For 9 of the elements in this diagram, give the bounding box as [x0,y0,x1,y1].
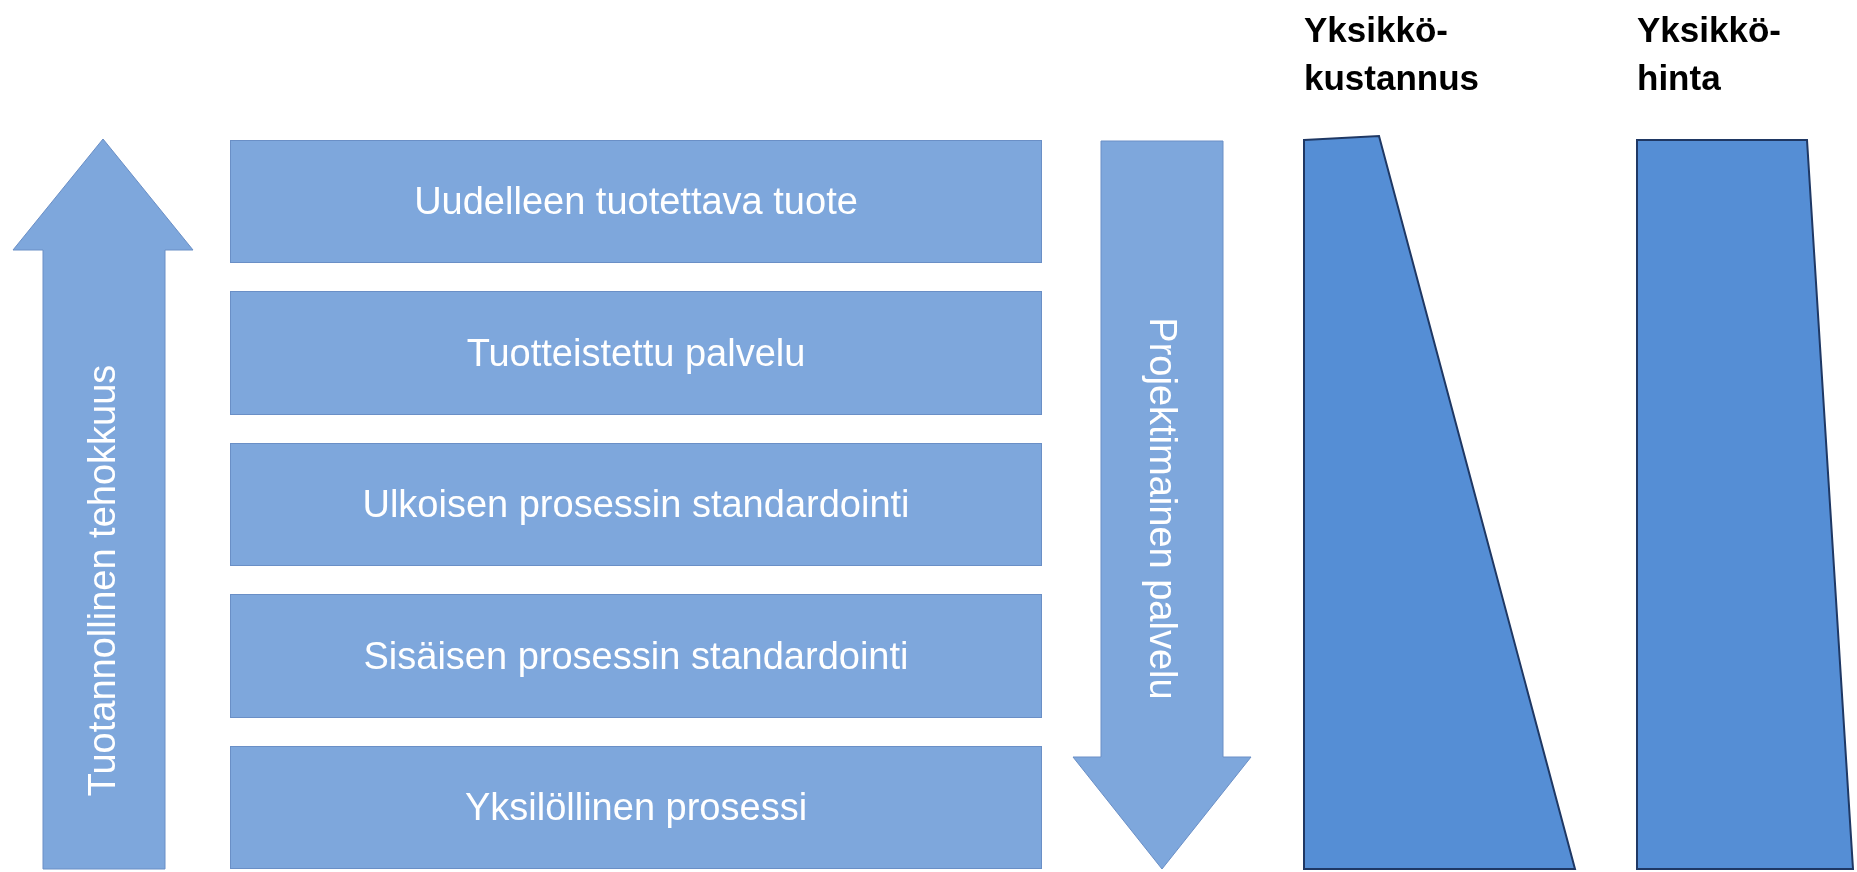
level-label: Sisäisen prosessin standardointi [363,634,909,678]
column-heading: Yksikkö- kustannus [1304,9,1481,99]
arrow-label: Tuotannollinen tehokkuus [81,364,125,796]
level-label: Yksilöllinen prosessi [464,786,808,829]
column-heading: Yksikkö- hinta [1637,9,1782,99]
arrow-label: Projektimainen palvelu [1140,317,1184,700]
level-label: Tuotteistettu palvelu [466,331,806,375]
level-label: Ulkoisen prosessin standardointi [362,483,910,526]
level-label: Uudelleen tuotettava tuote [414,180,858,223]
